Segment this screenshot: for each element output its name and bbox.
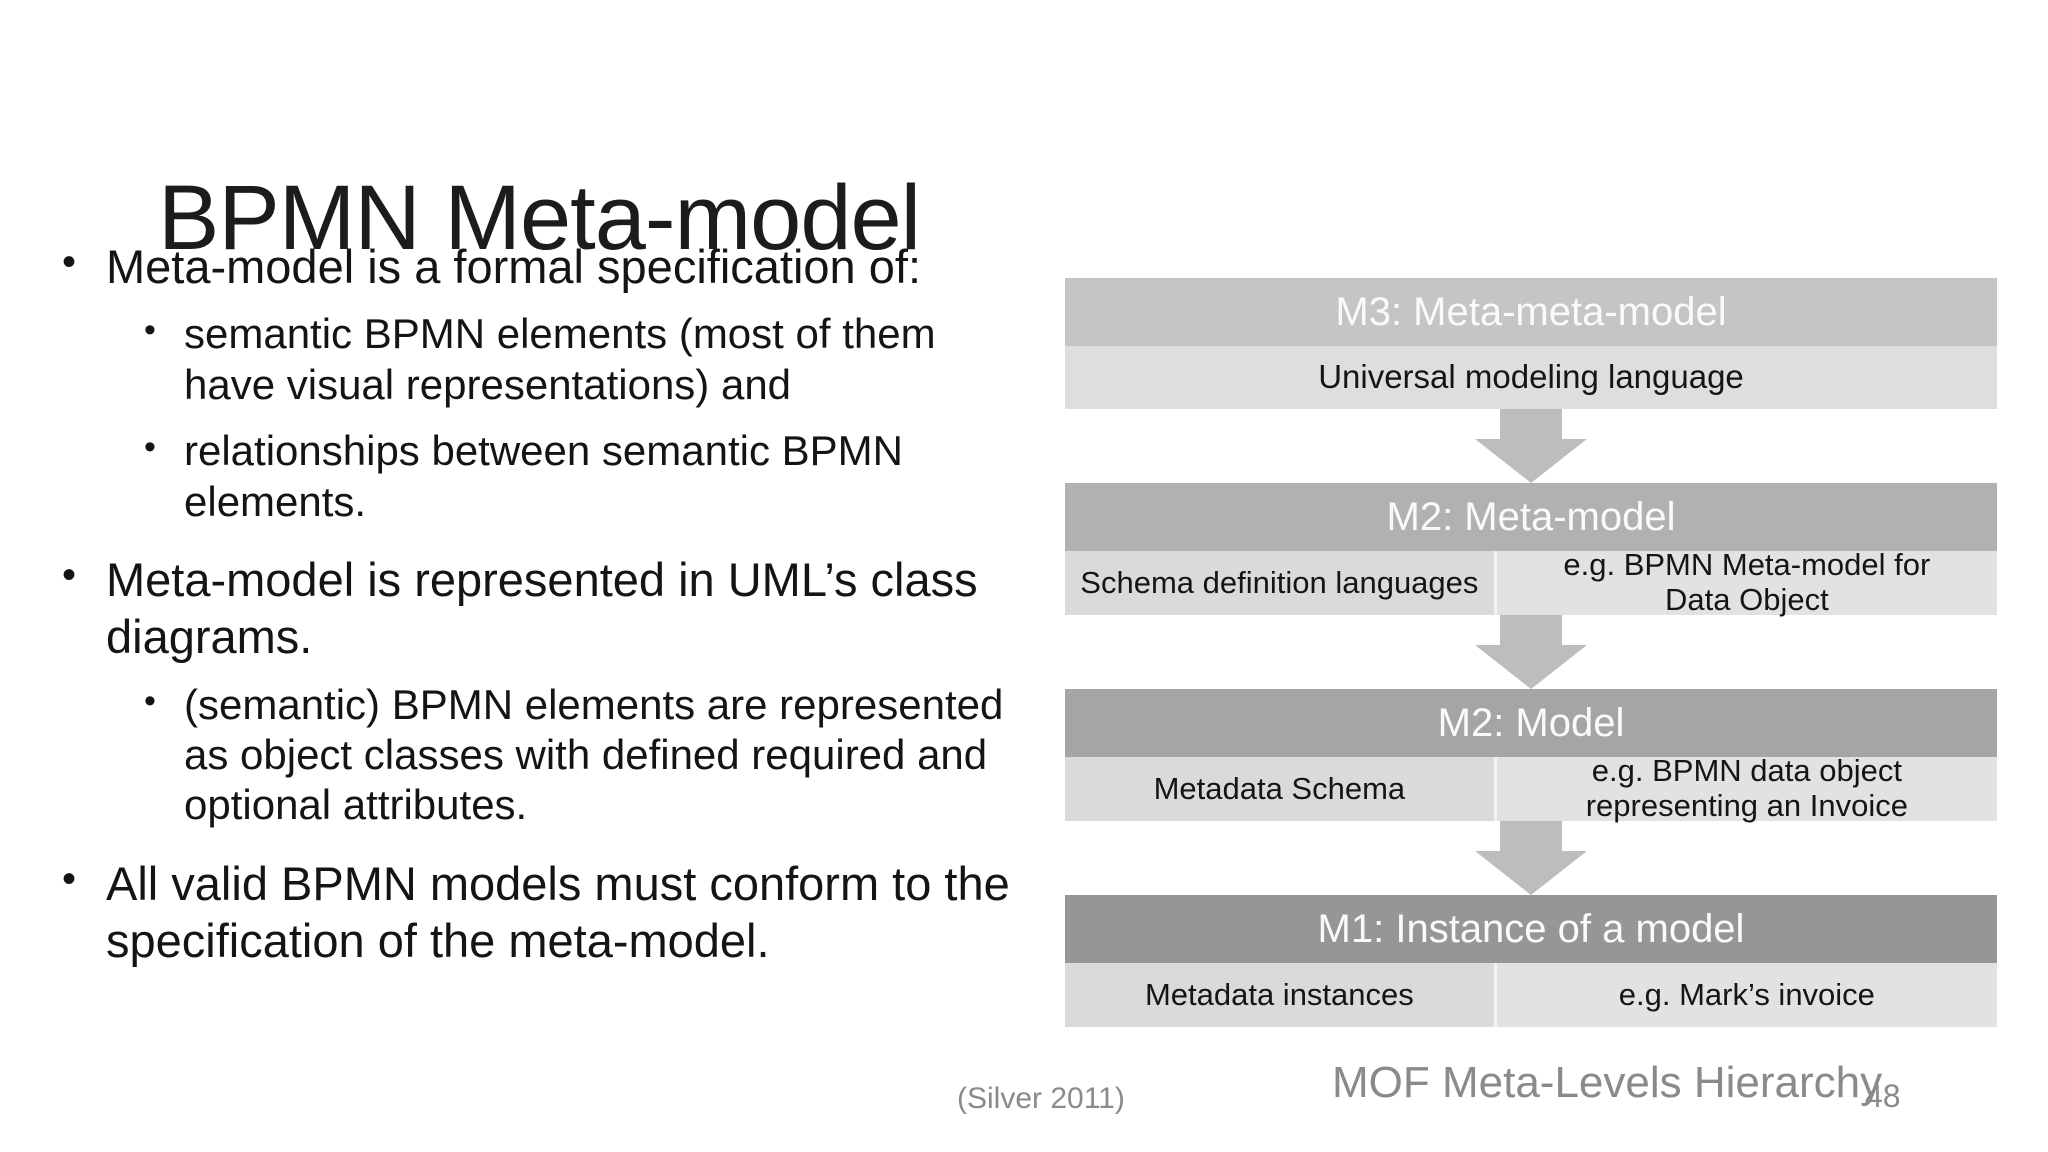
page-number: 48 xyxy=(1865,1078,1901,1114)
level-header: M3: Meta-meta-model xyxy=(1065,278,1997,346)
sub-bullet-text: relationships between semantic BPMN elem… xyxy=(184,427,904,525)
level-cell: Metadata instances xyxy=(1065,963,1494,1027)
level-header: M1: Instance of a model xyxy=(1065,895,1997,963)
sub-bullet-item: • (semantic) BPMN elements are represent… xyxy=(60,680,1020,831)
arrow-head xyxy=(1475,645,1587,689)
level-row: Universal modeling language xyxy=(1065,346,1997,409)
arrow-head xyxy=(1475,439,1587,483)
diagram-level-m1: M1: Instance of a model Metadata instanc… xyxy=(1065,895,1997,1027)
down-arrow-icon xyxy=(1065,821,1997,895)
bullet-list: • Meta-model is a formal specification o… xyxy=(60,238,1020,993)
arrow-stem xyxy=(1500,615,1562,645)
level-cell: Metadata Schema xyxy=(1065,757,1494,821)
bullet-icon: • xyxy=(144,681,156,720)
level-cell: Schema definition languages xyxy=(1065,551,1494,615)
level-row: Metadata instances e.g. Mark’s invoice xyxy=(1065,963,1997,1027)
bullet-text: Meta-model is a formal specification of: xyxy=(106,240,921,293)
citation: (Silver 2011) xyxy=(957,1082,1125,1115)
diagram-level-m2-meta: M2: Meta-model Schema definition languag… xyxy=(1065,483,1997,617)
bullet-item: • Meta-model is represented in UML’s cla… xyxy=(60,551,1020,831)
arrow-head xyxy=(1475,851,1587,895)
level-row: Metadata Schema e.g. BPMN data object re… xyxy=(1065,753,1997,823)
level-cell: Universal modeling language xyxy=(1065,346,1997,409)
bullet-icon: • xyxy=(62,856,77,901)
down-arrow-icon xyxy=(1065,615,1997,689)
level-cell: e.g. Mark’s invoice xyxy=(1493,963,1997,1027)
bullet-text: Meta-model is represented in UML’s class… xyxy=(106,552,978,664)
diagram-level-m3: M3: Meta-meta-model Universal modeling l… xyxy=(1065,278,1997,409)
sub-bullet-list: • semantic BPMN elements (most of them h… xyxy=(60,309,1020,527)
bullet-item: • All valid BPMN models must conform to … xyxy=(60,855,1020,970)
bullet-icon: • xyxy=(62,552,77,597)
down-arrow-icon xyxy=(1065,409,1997,483)
bullet-item: • Meta-model is a formal specification o… xyxy=(60,238,1020,527)
diagram-caption: MOF Meta-Levels Hierarchy xyxy=(1332,1058,1883,1107)
level-cell: e.g. BPMN Meta-model for Data Object xyxy=(1493,547,1997,617)
arrow-stem xyxy=(1500,821,1562,851)
bullet-icon: • xyxy=(144,311,156,350)
level-header: M2: Meta-model xyxy=(1065,483,1997,551)
sub-bullet-list: • (semantic) BPMN elements are represent… xyxy=(60,680,1020,831)
bullet-icon: • xyxy=(62,240,77,284)
sub-bullet-item: • relationships between semantic BPMN el… xyxy=(60,426,1020,527)
diagram-level-m2-model: M2: Model Metadata Schema e.g. BPMN data… xyxy=(1065,689,1997,823)
sub-bullet-item: • semantic BPMN elements (most of them h… xyxy=(60,309,1020,410)
page-title: BPMN Meta-model xyxy=(158,166,921,269)
level-cell: e.g. BPMN data object representing an In… xyxy=(1493,753,1997,823)
sub-bullet-text: (semantic) BPMN elements are represented… xyxy=(184,680,1004,829)
bullet-icon: • xyxy=(144,428,156,467)
arrow-stem xyxy=(1500,409,1562,439)
mof-hierarchy-diagram: M3: Meta-meta-model Universal modeling l… xyxy=(1065,278,1997,1027)
level-row: Schema definition languages e.g. BPMN Me… xyxy=(1065,547,1997,617)
bullet-text: All valid BPMN models must conform to th… xyxy=(106,856,1010,968)
level-header: M2: Model xyxy=(1065,689,1997,757)
sub-bullet-text: semantic BPMN elements (most of them hav… xyxy=(184,310,936,408)
